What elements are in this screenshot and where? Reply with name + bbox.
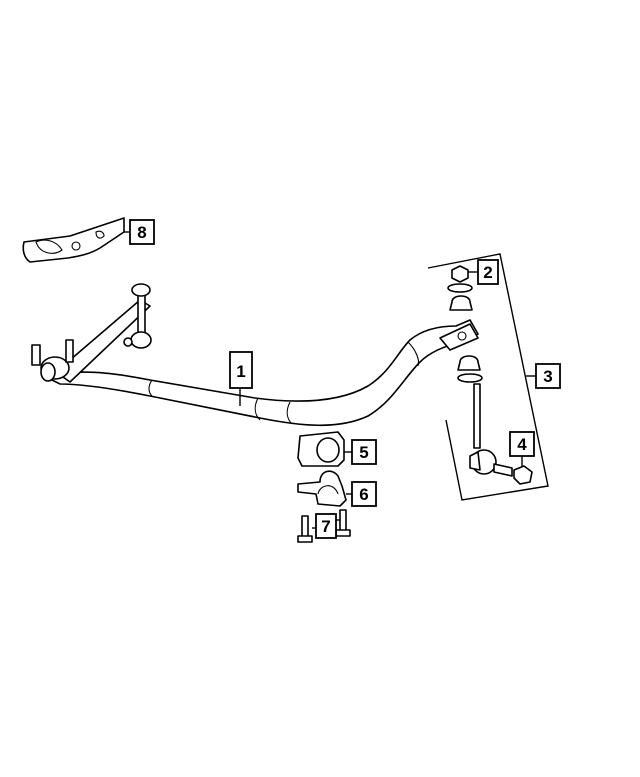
link-kit: [427, 253, 549, 501]
callout-3-label: 3: [543, 367, 552, 386]
callout-5: 5: [351, 439, 377, 465]
callout-8: 8: [129, 219, 155, 245]
callout-7: 7: [315, 513, 337, 539]
callout-3: 3: [535, 363, 561, 389]
shield: [22, 217, 125, 263]
callout-7-label: 7: [321, 517, 330, 536]
callout-2-label: 2: [483, 263, 492, 282]
bolt: [297, 509, 351, 543]
stabilizer-bar: [31, 283, 479, 427]
callout-1-label: 1: [236, 362, 245, 381]
callout-4: 4: [509, 431, 535, 457]
callout-8-label: 8: [137, 223, 146, 242]
callout-4-label: 4: [517, 435, 527, 454]
callout-6-label: 6: [359, 485, 368, 504]
callout-6: 6: [351, 481, 377, 507]
callout-5-label: 5: [359, 443, 368, 462]
retainer: [297, 470, 347, 507]
callout-1: 1: [229, 351, 253, 389]
callout-2: 2: [477, 259, 499, 285]
bushing: [297, 431, 345, 467]
